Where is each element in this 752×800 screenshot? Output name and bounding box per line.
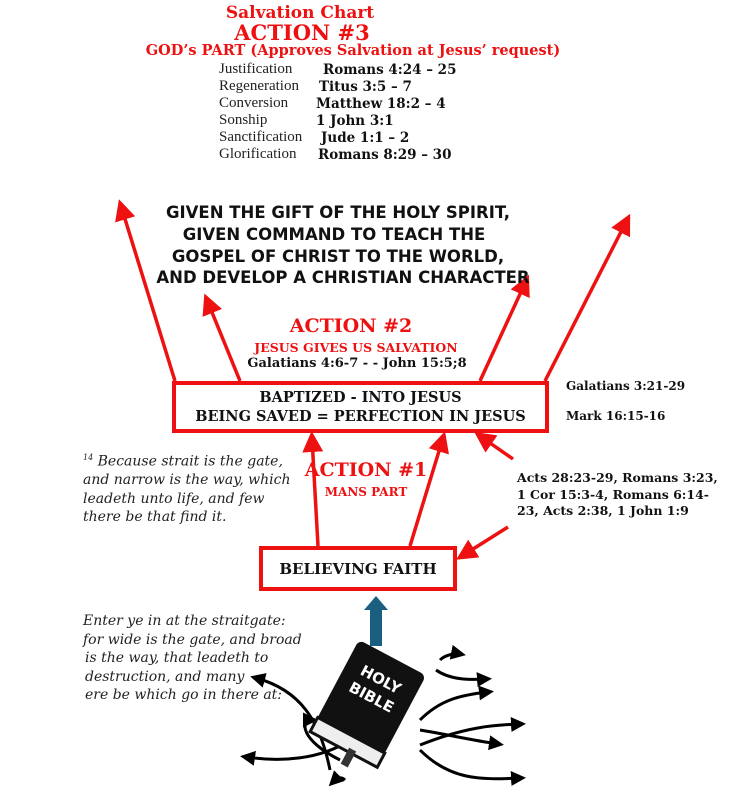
red-arrow bbox=[478, 274, 530, 382]
baptized-box: BAPTIZED - INTO JESUS BEING SAVED = PERF… bbox=[172, 381, 549, 433]
gift-line: GIVEN COMMAND TO TEACH THE bbox=[182, 225, 486, 244]
verse-line: ere be which go in there at: bbox=[85, 687, 283, 703]
baptized-line1: BAPTIZED - INTO JESUS bbox=[259, 389, 462, 406]
attribute-label: Glorification bbox=[219, 146, 297, 162]
attribute-label: Regeneration bbox=[219, 78, 299, 94]
verse-line: Enter ye in at the straitgate: bbox=[83, 613, 286, 629]
attribute-ref: 1 John 3:1 bbox=[316, 113, 394, 129]
faith-label: BELIEVING FAITH bbox=[279, 559, 437, 578]
acts-ref-line: 23, Acts 2:38, 1 John 1:9 bbox=[517, 503, 689, 518]
verse-line: is the way, that leadeth to bbox=[85, 650, 269, 666]
attribute-ref: Matthew 18:2 – 4 bbox=[316, 96, 446, 112]
narrow-verse: 14 Because strait is the gate, and narro… bbox=[83, 449, 291, 527]
red-arrow bbox=[474, 431, 515, 461]
action2-subheading: JESUS GIVES US SALVATION bbox=[254, 340, 458, 355]
chart-title: Salvation Chart bbox=[225, 3, 375, 23]
attribute-label: Conversion bbox=[219, 95, 289, 111]
baptized-line2: BEING SAVED = PERFECTION IN JESUS bbox=[195, 408, 526, 425]
bible-icon: HOLY BIBLE bbox=[308, 641, 424, 770]
acts-refs: Acts 28:23-29, Romans 3:23, 1 Cor 15:3-4… bbox=[517, 470, 718, 520]
blue-up-arrow bbox=[364, 596, 388, 646]
action3-heading: ACTION #3 bbox=[234, 20, 370, 45]
believing-faith-box: BELIEVING FAITH bbox=[259, 546, 457, 591]
attribute-label: Sonship bbox=[219, 112, 268, 128]
side-ref: Galatians 3:21-29 bbox=[566, 379, 686, 393]
acts-ref-line: Acts 28:23-29, Romans 3:23, bbox=[517, 470, 718, 485]
attribute-ref: Titus 3:5 – 7 bbox=[319, 79, 412, 95]
red-arrow bbox=[408, 431, 449, 547]
action3-subheading: GOD’s PART (Approves Salvation at Jesus’… bbox=[145, 42, 561, 59]
attribute-label: Justification bbox=[219, 61, 293, 77]
red-arrow bbox=[302, 431, 324, 547]
verse-number: 14 bbox=[83, 453, 94, 462]
verse-line: and narrow is the way, which bbox=[83, 472, 291, 489]
verse-line: Because strait is the gate, bbox=[97, 453, 283, 470]
verse-line: leadeth unto life, and few bbox=[83, 490, 265, 507]
action1-heading: ACTION #1 bbox=[304, 459, 428, 481]
action2-refs: Galatians 4:6-7 - - John 15:5;8 bbox=[247, 356, 467, 371]
verse-line: there be that find it. bbox=[83, 509, 227, 526]
red-arrow bbox=[543, 213, 631, 382]
attribute-ref: Romans 4:24 – 25 bbox=[323, 62, 457, 78]
acts-ref-line: 1 Cor 15:3-4, Romans 6:14- bbox=[517, 486, 709, 502]
red-arrow bbox=[115, 199, 177, 382]
attribute-ref: Romans 8:29 – 30 bbox=[318, 147, 452, 163]
verse-line: destruction, and many bbox=[85, 668, 245, 685]
wide-verse: Enter ye in at the straitgate: for wide … bbox=[83, 612, 302, 705]
verse-line: for wide is the gate, and broad bbox=[83, 631, 302, 648]
gift-line: AND DEVELOP A CHRISTIAN CHARACTER bbox=[156, 268, 530, 287]
gift-line: GOSPEL OF CHRIST TO THE WORLD, bbox=[171, 247, 505, 266]
red-arrow bbox=[456, 525, 509, 560]
action1-subheading: MANS PART bbox=[324, 485, 408, 499]
red-arrow bbox=[202, 293, 242, 382]
side-ref: Mark 16:15-16 bbox=[566, 409, 666, 423]
attribute-label: Sanctification bbox=[219, 129, 303, 145]
action2-heading: ACTION #2 bbox=[289, 315, 413, 337]
attribute-ref: Jude 1:1 – 2 bbox=[321, 130, 410, 146]
gift-line: GIVEN THE GIFT OF THE HOLY SPIRIT, bbox=[165, 203, 511, 222]
